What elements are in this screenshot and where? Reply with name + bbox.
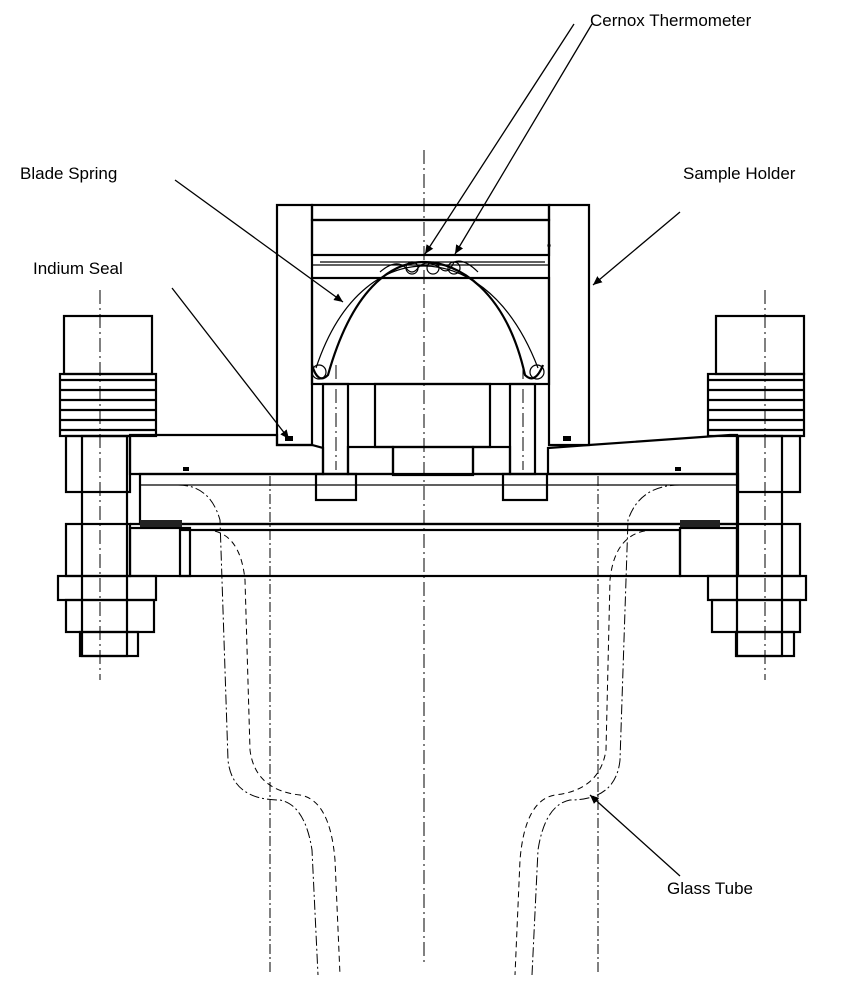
label-glass-tube: Glass Tube [667, 879, 753, 898]
left-bolt [56, 314, 158, 658]
blade-spring [310, 260, 545, 380]
label-sample-holder: Sample Holder [683, 164, 796, 183]
leader-lines [171, 23, 681, 877]
glass-tube-leader [589, 794, 681, 877]
center-lines [99, 150, 766, 965]
sample-holder-body [275, 203, 591, 447]
cernox-leader-1 [424, 23, 575, 255]
right-bolt [706, 314, 808, 658]
thermometer-beads [379, 260, 479, 275]
glass-tube [177, 476, 681, 976]
label-blade-spring: Blade Spring [20, 164, 117, 183]
blade-spring-leader [174, 179, 344, 303]
label-cernox-thermometer: Cernox Thermometer [590, 11, 752, 30]
labels: Cernox Thermometer Blade Spring Sample H… [20, 11, 796, 898]
sample-holder-leader [592, 211, 681, 286]
label-indium-seal: Indium Seal [33, 259, 123, 278]
cernox-leader-2 [454, 23, 593, 255]
inner-screws [314, 382, 549, 502]
indium-seal-leader [171, 287, 290, 440]
